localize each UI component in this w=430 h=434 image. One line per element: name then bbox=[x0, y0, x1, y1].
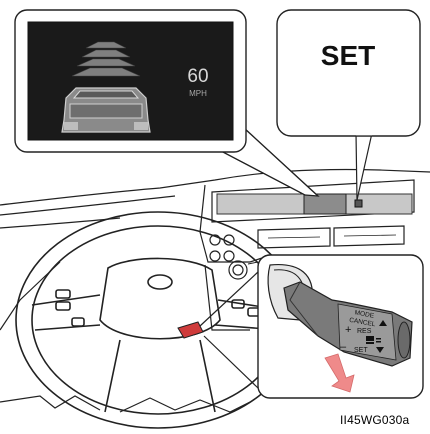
set-callout-pointer bbox=[356, 133, 372, 200]
radar-cruise-car-icon bbox=[62, 88, 150, 132]
lever-minus-sign: – bbox=[340, 341, 347, 353]
lever-res-label: RES bbox=[357, 328, 372, 335]
set-indicator-label: SET bbox=[321, 40, 375, 71]
wheel-cruise-lever bbox=[178, 322, 203, 338]
display-speed-unit: MPH bbox=[189, 89, 207, 98]
lever-zoom-box: MODE CANCEL + RES – SET bbox=[258, 255, 423, 398]
lever-plus-sign: + bbox=[345, 324, 351, 336]
lever-set-label: SET bbox=[354, 347, 368, 354]
dash-multi-display bbox=[217, 194, 412, 214]
display-speed-value: 60 bbox=[187, 66, 208, 87]
indicator-lamp bbox=[355, 200, 362, 207]
figure-code: II45WG030a bbox=[340, 413, 409, 427]
set-indicator-bubble: SET bbox=[277, 10, 420, 136]
display-zoom-box: 60 MPH bbox=[15, 10, 246, 152]
